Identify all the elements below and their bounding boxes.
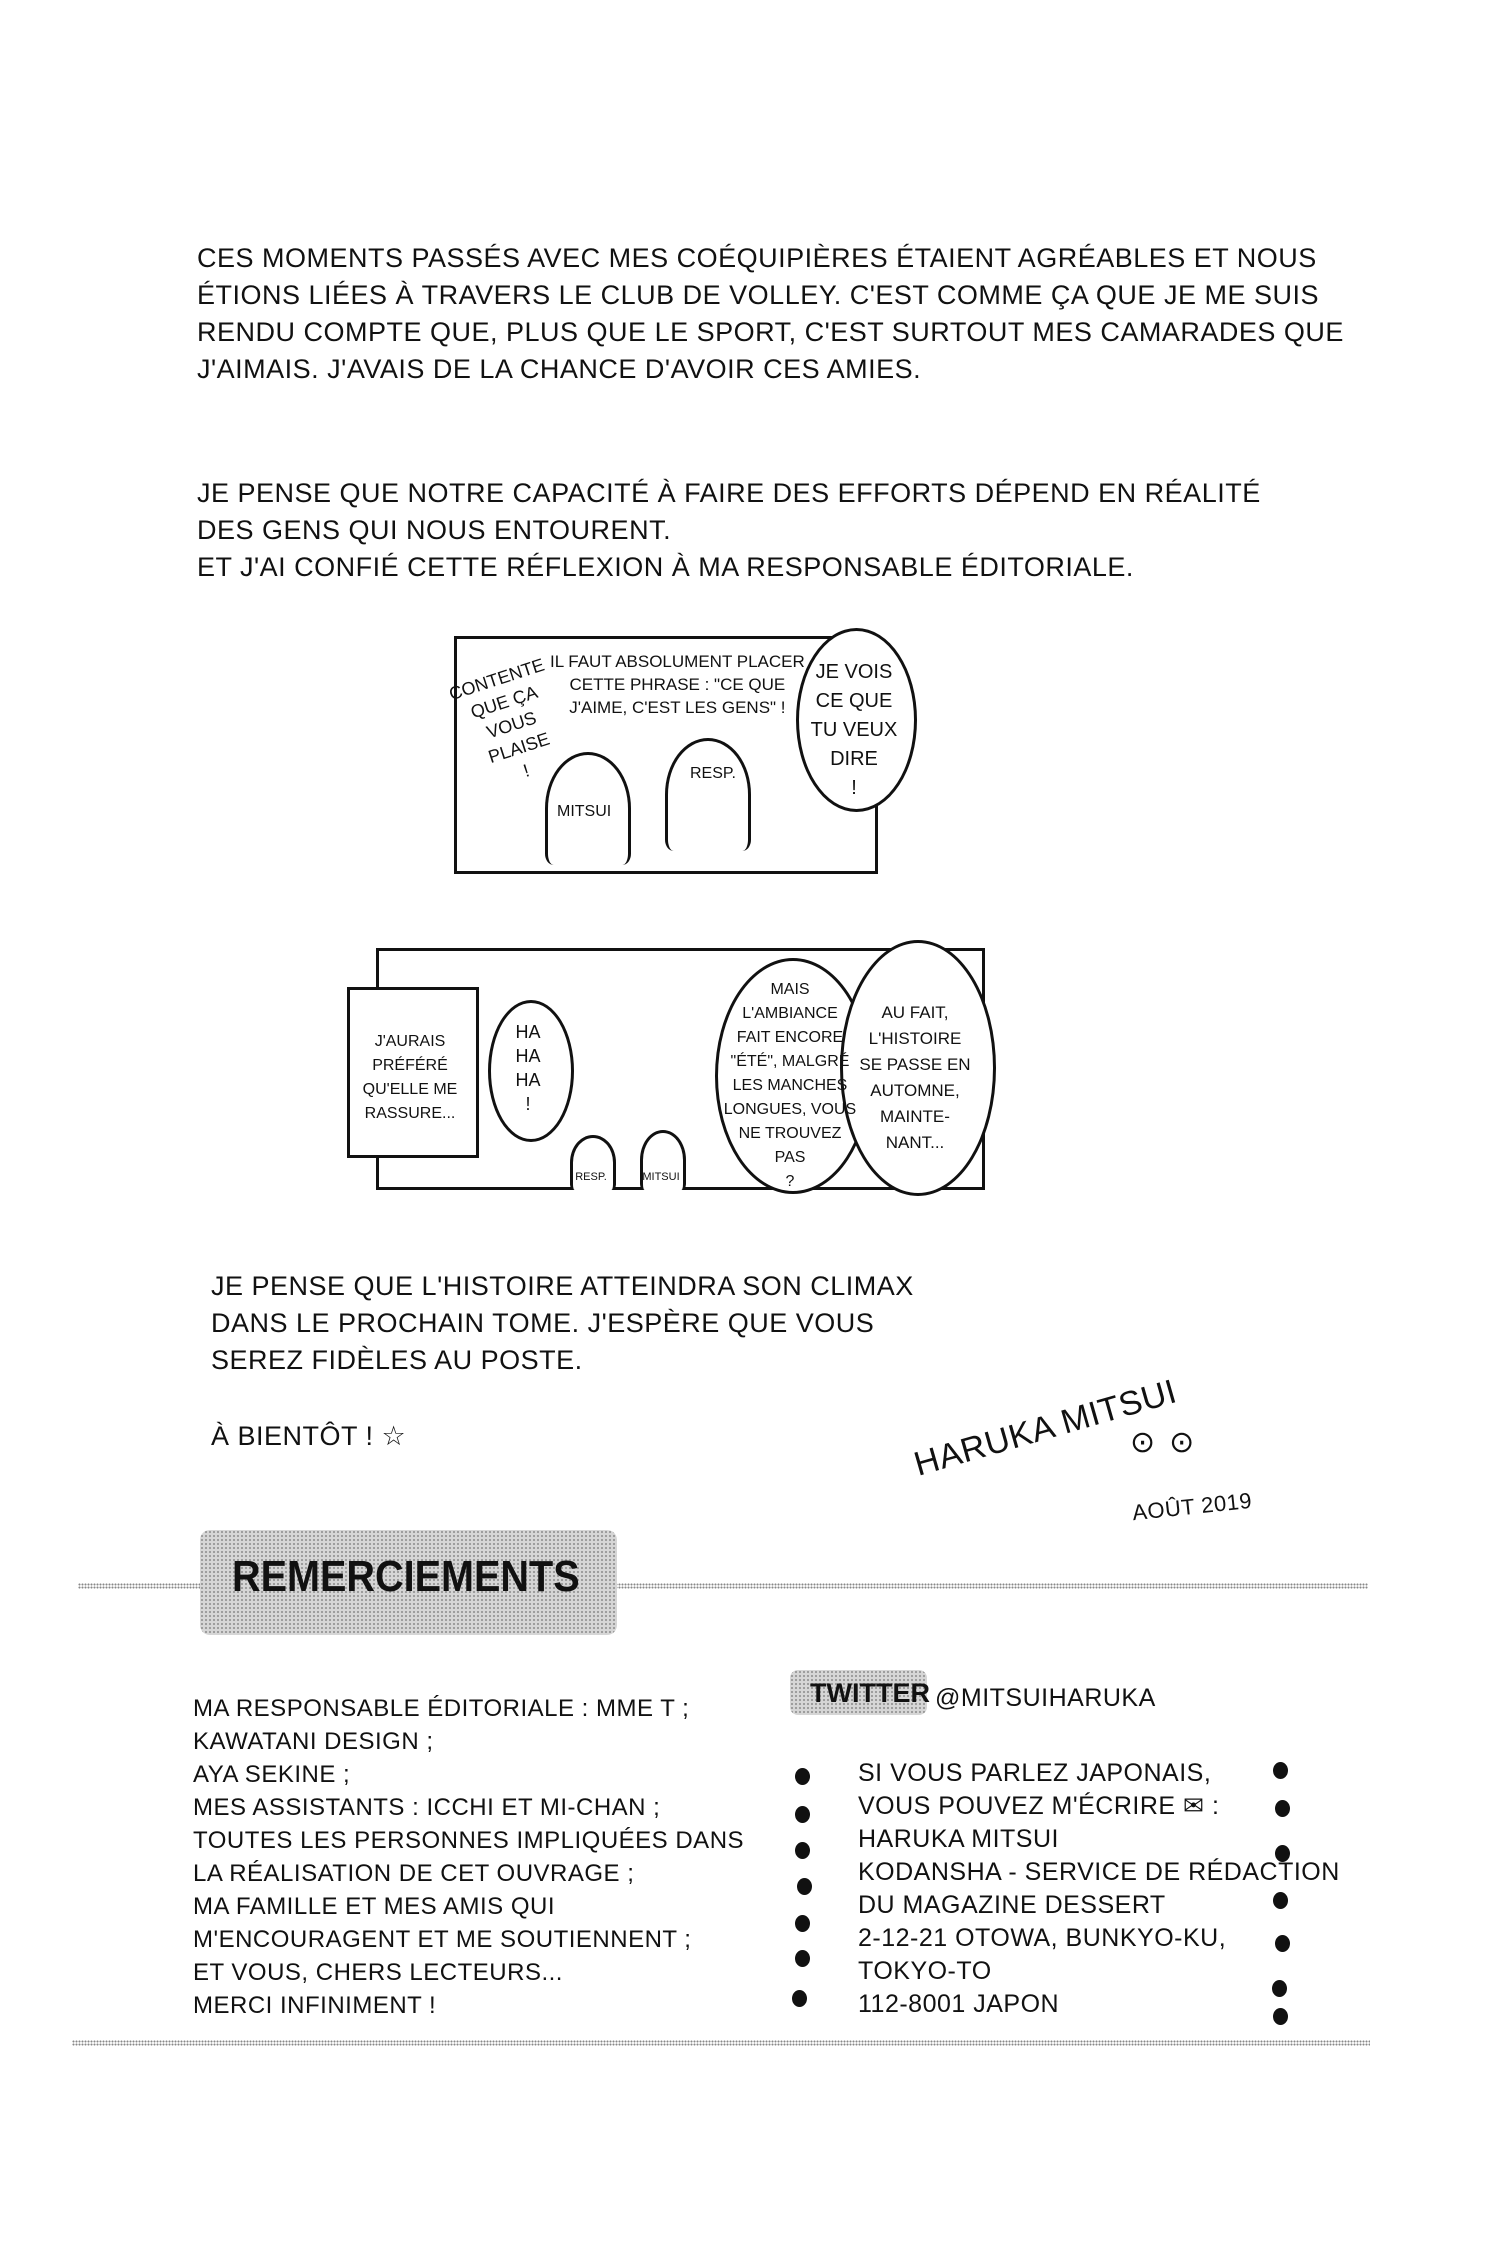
mitsui-label-2: MITSUI — [642, 1171, 680, 1183]
thanks-header-bg — [200, 1530, 617, 1635]
thanks-line: Mes assistants : Icchi et Mi-chan ; — [193, 1794, 661, 1821]
thanks-line: Aya Sekine ; — [193, 1761, 351, 1788]
address-line: 112-8001 Japon — [858, 1990, 1060, 2018]
thanks-title: REMERCIEMENTS — [232, 1552, 580, 1601]
thanks-line: Merci infiniment ! — [193, 1992, 437, 2019]
speech-au-fait: AU FAIT, L'HISTOIRE SE PASSE EN AUTOMNE,… — [859, 1003, 971, 1152]
paragraph-2: Je pense que notre capacité à faire des … — [197, 478, 1261, 582]
address-line: Si vous parlez japonais, — [858, 1759, 1212, 1787]
mitsui-character — [545, 752, 631, 865]
address-line: Haruka Mitsui — [858, 1825, 1059, 1853]
divider-bottom — [72, 2040, 1370, 2046]
thanks-line: Kawatani Design ; — [193, 1728, 434, 1755]
envelope-icon: ✉ — [1183, 1792, 1205, 1820]
thanks-line: m'encouragent et me soutiennent ; — [193, 1926, 692, 1953]
resp-character — [665, 738, 751, 851]
speech-je-vois: JE VOIS CE QUE TU VEUX DIRE ! — [810, 661, 898, 799]
signature-eyes: ⊙⊙ — [1130, 1426, 1209, 1459]
resp-label: RESP. — [690, 765, 736, 782]
twitter-handle: @MITSUIHARUKA — [935, 1684, 1156, 1712]
speech-phrase: IL FAUT ABSOLUMENT PLACER CETTE PHRASE :… — [550, 652, 805, 717]
thanks-line: Ma responsable éditoriale : Mme T ; — [193, 1695, 690, 1722]
speech-mais: MAIS L'AMBIANCE FAIT ENCORE "ÉTÉ", MALGR… — [723, 981, 857, 1190]
speech-haha: HA HA HA ! — [515, 1022, 541, 1114]
thanks-line: Toutes les personnes impliquées dans — [193, 1827, 745, 1854]
paragraph-1: Ces moments passés avec mes coéquipières… — [197, 243, 1344, 384]
thanks-line: la réalisation de cet ouvrage ; — [193, 1860, 635, 1887]
address-line: vous pouvez m'écrire ✉ : — [858, 1792, 1220, 1820]
date: Août 2019 — [1131, 1487, 1254, 1526]
closing-text: À bientôt ! ☆ — [211, 1421, 407, 1451]
paragraph-3: Je pense que l'histoire atteindra son cl… — [211, 1271, 914, 1375]
star-icon: ☆ — [381, 1421, 407, 1451]
address-line: 2-12-21 Otowa, Bunkyo-ku, — [858, 1924, 1227, 1952]
twitter-label-bg — [790, 1670, 927, 1715]
address-line: Tokyo-to — [858, 1957, 992, 1985]
thanks-line: Et vous, chers lecteurs... — [193, 1959, 563, 1986]
mitsui-label: MITSUI — [557, 803, 612, 820]
thanks-line: Ma famille et mes amis qui — [193, 1893, 555, 1920]
address-line: Kodansha - Service de rédaction — [858, 1858, 1340, 1886]
resp-label-2: RESP. — [575, 1171, 607, 1183]
caption-card: J'AURAIS PRÉFÉRÉ QU'ELLE ME RASSURE... — [362, 1033, 458, 1122]
divider-top — [78, 1583, 1368, 1589]
address-line: du magazine Dessert — [858, 1891, 1166, 1919]
twitter-label: TWITTER — [810, 1678, 930, 1708]
